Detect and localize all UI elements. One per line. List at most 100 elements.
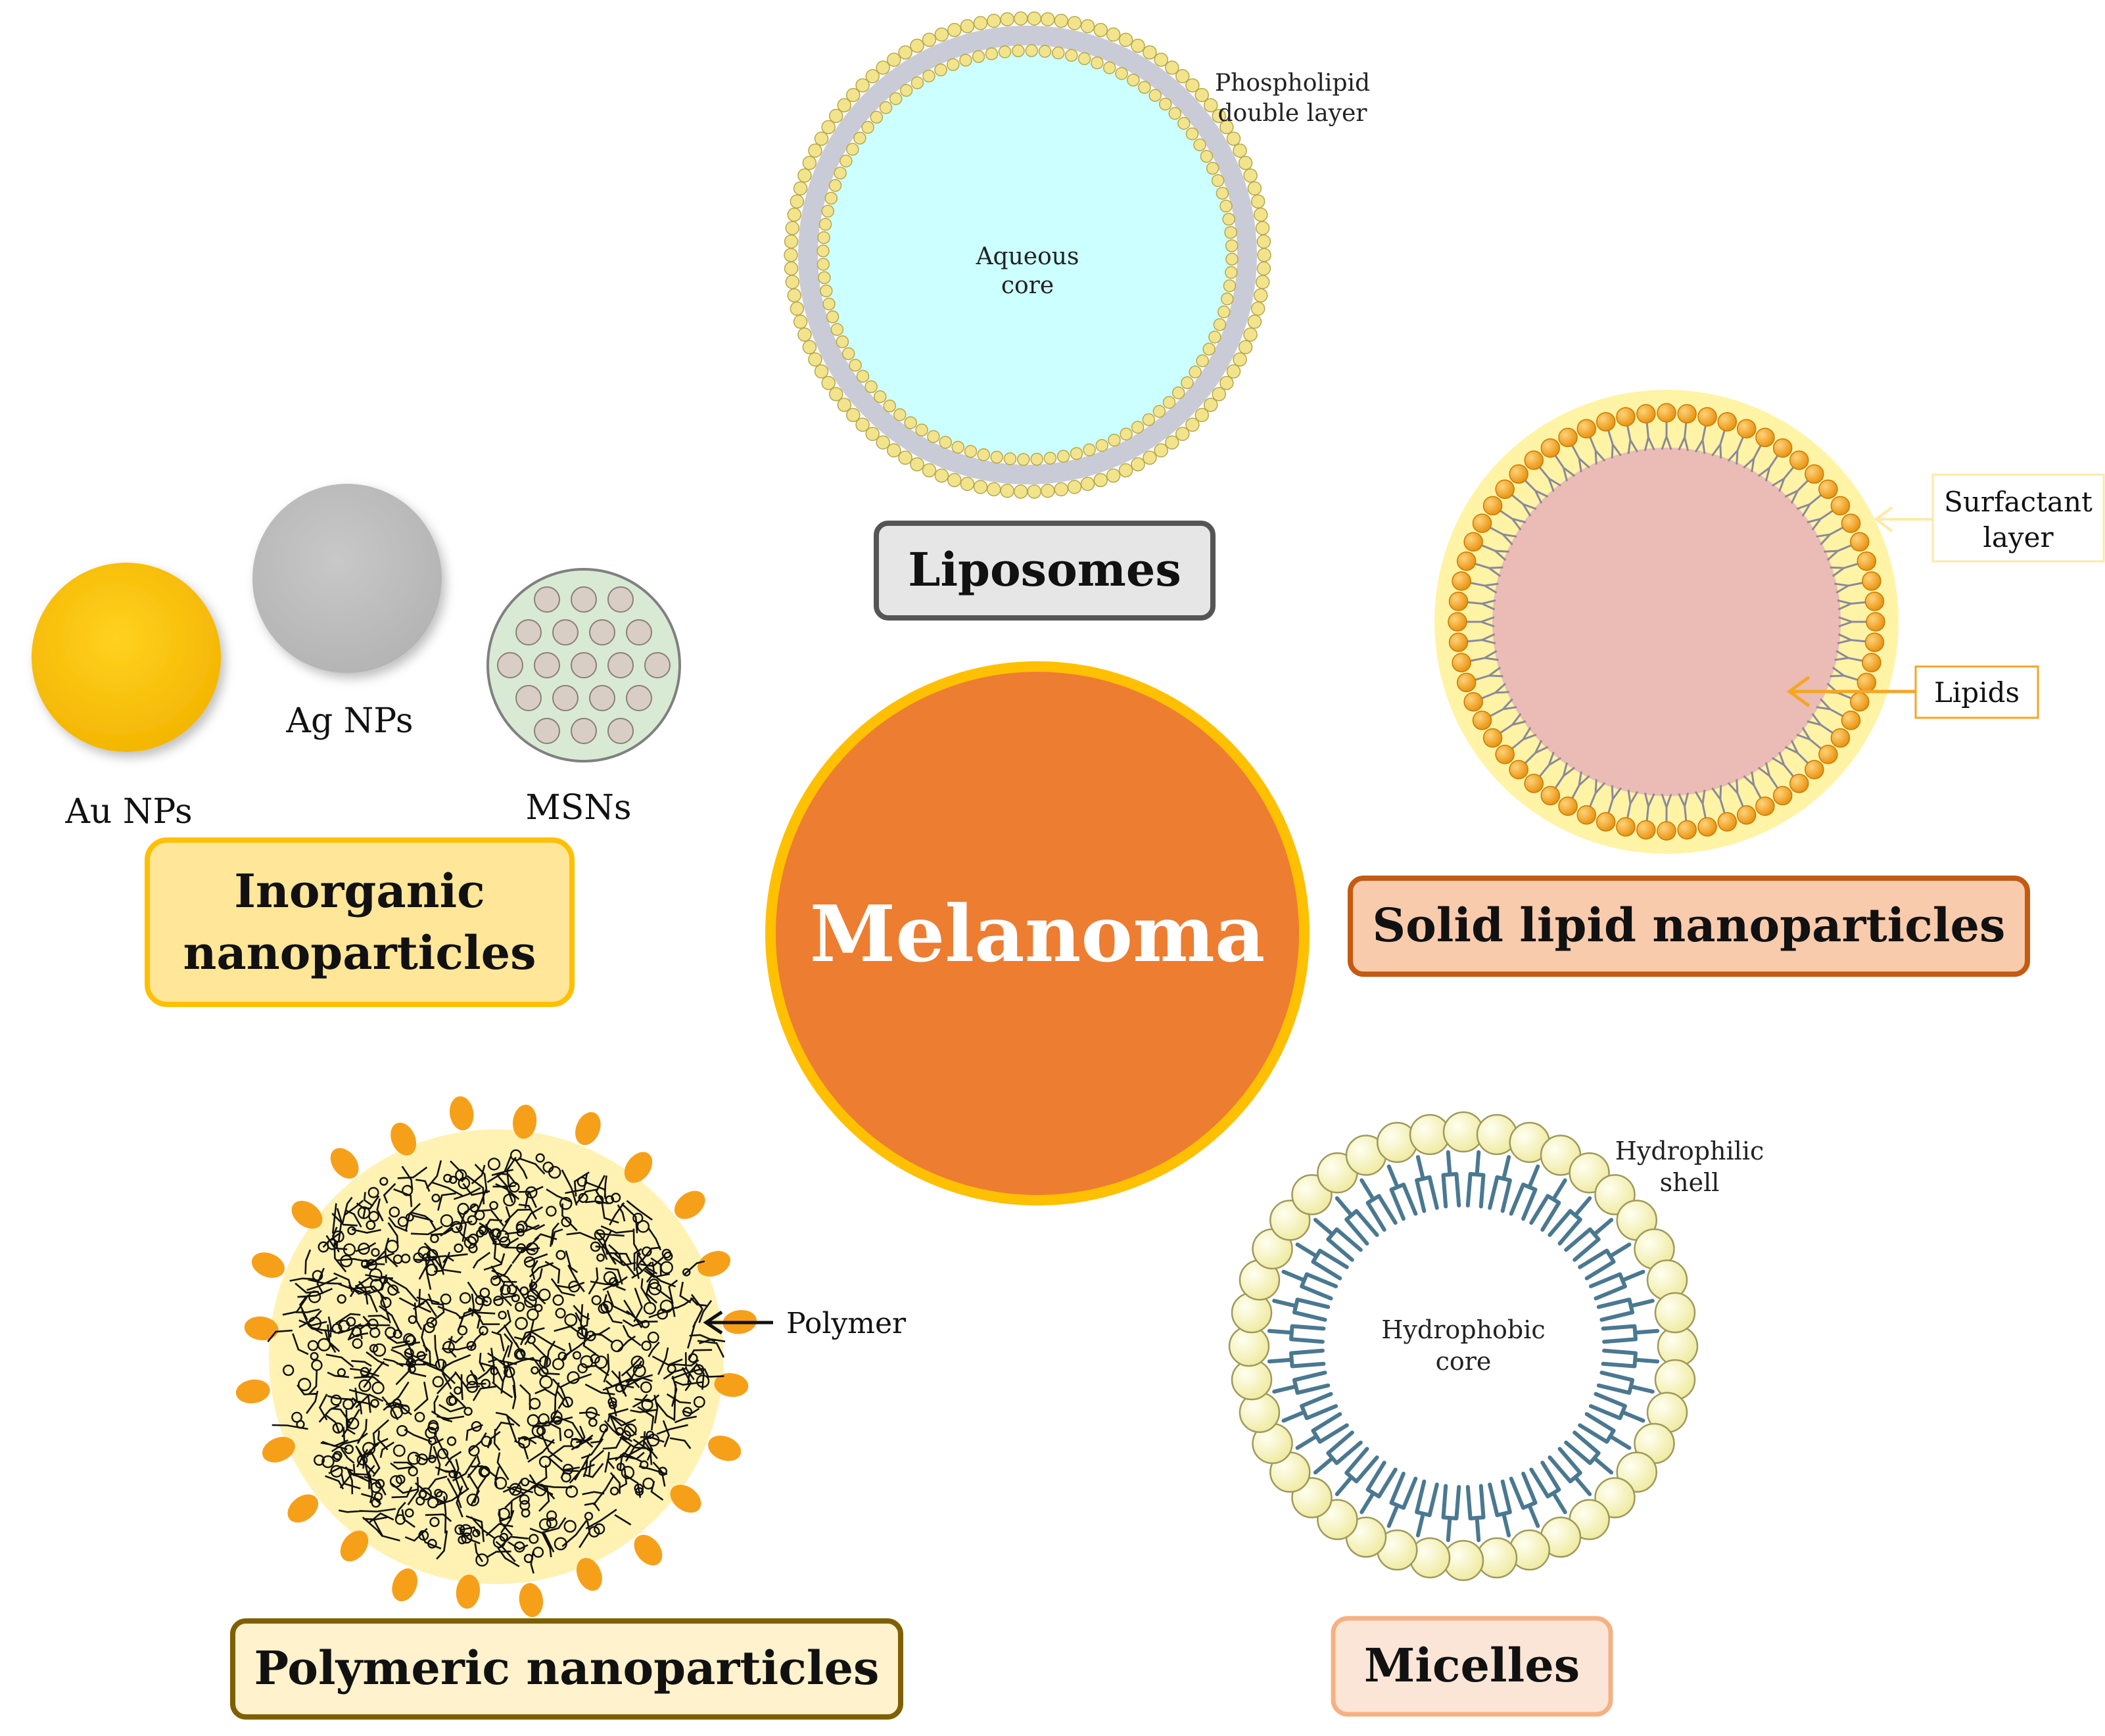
inner-head	[1193, 138, 1206, 152]
polymeric-title: Polymeric nanoparticles	[254, 1641, 880, 1695]
surfactant-head	[1524, 450, 1544, 470]
polymer-node	[492, 1535, 506, 1549]
surfactant-head	[1772, 438, 1793, 458]
polymer-node	[358, 1242, 370, 1255]
outer-head	[1203, 98, 1218, 112]
lipid-tail	[1837, 599, 1866, 611]
lipid-tail	[1626, 789, 1639, 819]
polymer-node	[682, 1268, 691, 1277]
outer-head	[1212, 387, 1226, 402]
inner-head	[826, 310, 840, 323]
polymer-node	[406, 1357, 416, 1369]
lipid-tail	[1678, 792, 1690, 822]
inner-head	[1131, 421, 1145, 434]
polymer-node	[515, 1349, 525, 1360]
inner-head	[1070, 447, 1083, 460]
polymer-node	[546, 1510, 557, 1521]
polymer-node	[387, 1284, 399, 1296]
micelle-tail	[1548, 1196, 1592, 1246]
outer-head	[898, 450, 912, 465]
outer-head	[787, 207, 802, 222]
polymer-node	[340, 1254, 353, 1267]
polymer-node	[516, 1228, 525, 1237]
outer-head	[865, 427, 880, 441]
polymer-node	[427, 1539, 437, 1549]
polymer-node	[402, 1185, 414, 1196]
outer-head	[973, 16, 988, 30]
polymer-node	[509, 1483, 522, 1496]
polymer-node	[426, 1249, 438, 1261]
polymer-node	[534, 1484, 547, 1497]
msn-pore	[534, 652, 560, 678]
polymer-node	[509, 1181, 520, 1193]
polymer-node	[636, 1220, 650, 1233]
outer-head	[1093, 473, 1108, 488]
polymer-node	[506, 1284, 517, 1295]
inner-head	[1043, 452, 1057, 465]
polymer-node	[367, 1186, 379, 1198]
inner-head	[1208, 330, 1221, 344]
polymer-node	[632, 1364, 646, 1378]
outer-head	[1013, 484, 1028, 499]
outer-head	[784, 248, 798, 262]
inner-head	[1225, 252, 1239, 266]
outer-head	[934, 27, 949, 42]
polymer-node	[634, 1487, 644, 1496]
polymer-node	[634, 1483, 644, 1493]
inner-head	[841, 347, 855, 360]
polymer-node	[623, 1423, 637, 1437]
lipid-tail	[1474, 563, 1503, 577]
polymer-node	[405, 1334, 417, 1346]
outer-head	[1212, 108, 1226, 124]
inner-head	[1038, 45, 1052, 58]
outer-head	[1255, 275, 1270, 289]
micelle-tail	[1386, 1471, 1418, 1528]
liposome-core	[825, 53, 1230, 457]
polymer-node	[357, 1455, 368, 1466]
polymer-node	[696, 1374, 710, 1388]
inner-head	[1120, 427, 1133, 441]
inner-head	[959, 53, 972, 67]
polymer-node	[555, 1307, 566, 1319]
outer-head	[1253, 288, 1268, 303]
surfactant-head	[1636, 404, 1656, 424]
polymer-node	[423, 1322, 435, 1334]
polymer-node	[459, 1292, 471, 1304]
inner-head	[1152, 405, 1166, 418]
surfactant-head	[1452, 571, 1471, 591]
liposome-shell-label-2: double layer	[1218, 100, 1367, 127]
inner-head	[1102, 61, 1116, 74]
polymer-node	[481, 1436, 492, 1447]
polymeric-surface-ligands	[235, 1096, 757, 1618]
polymer-node	[479, 1325, 488, 1336]
polymer-node	[577, 1327, 588, 1340]
lipids-arrowhead	[1786, 675, 1810, 708]
surfactant-head	[1864, 592, 1885, 611]
polymer-node	[503, 1193, 516, 1207]
outer-head	[1194, 408, 1209, 423]
polymer-node	[418, 1530, 429, 1541]
micelle-tail	[1335, 1196, 1379, 1246]
msn-pore	[644, 652, 671, 678]
inner-head	[864, 380, 878, 394]
polymer-node	[379, 1177, 389, 1186]
inner-head	[1225, 239, 1239, 252]
polymer-node	[440, 1214, 454, 1227]
polymer-node	[428, 1455, 437, 1463]
inner-head	[834, 166, 847, 180]
msn-pore	[626, 619, 652, 645]
outer-head	[1247, 314, 1262, 329]
polymer-node	[498, 1311, 507, 1320]
polymer-node	[283, 1364, 295, 1376]
surfactant-head	[1818, 744, 1838, 764]
polymer-node	[392, 1444, 406, 1457]
micelle-tail	[1601, 1324, 1660, 1344]
outer-head	[797, 327, 812, 342]
lipid-tail	[1571, 771, 1590, 799]
lipid-tail	[1757, 454, 1779, 482]
polymer-node	[615, 1384, 624, 1393]
outer-head	[1000, 483, 1014, 498]
surfactant-head	[1558, 796, 1578, 816]
lipid-tail	[1538, 751, 1561, 778]
msn-pore	[626, 685, 652, 711]
